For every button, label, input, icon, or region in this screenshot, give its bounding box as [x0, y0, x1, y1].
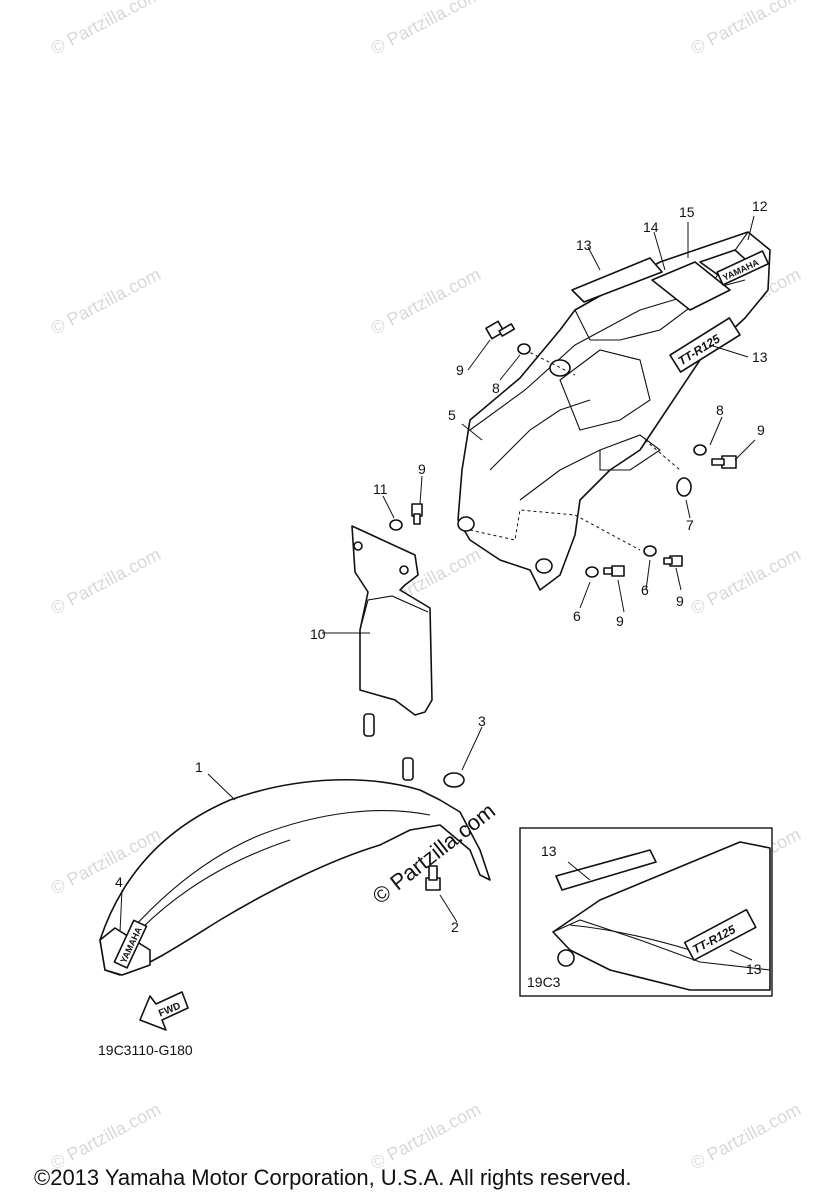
watermark-layer: © Partzilla.com © Partzilla.com © Partzi…	[47, 0, 803, 1174]
callout: 10	[310, 626, 326, 642]
bolt-9[interactable]	[485, 320, 516, 340]
washer-11[interactable]	[389, 519, 403, 531]
callout: 4	[115, 874, 123, 890]
rear-fender-hardware	[485, 320, 737, 578]
callout: 7	[686, 517, 694, 533]
bolt-9[interactable]	[603, 565, 625, 577]
watermark: © Partzilla.com	[687, 1099, 803, 1174]
diagram-code: 19C3110-G180	[98, 1042, 193, 1058]
washer-8[interactable]	[517, 343, 531, 355]
callout: 9	[418, 461, 426, 477]
callout: 13	[576, 237, 592, 253]
copyright-notice: ©2013 Yamaha Motor Corporation, U.S.A. A…	[34, 1165, 631, 1190]
mud-flap[interactable]	[351, 503, 433, 716]
callout: 8	[492, 380, 500, 396]
callout: 14	[643, 219, 659, 235]
inset-decal-13[interactable]	[555, 849, 657, 891]
callout: 3	[478, 713, 486, 729]
callout-labels: 1 2 3 4 5 6 6 7 8 8 9 9 9 9 9 10 11 12 1…	[115, 198, 768, 935]
callout: 5	[448, 407, 456, 423]
bolt-9[interactable]	[411, 503, 423, 525]
bolt-9[interactable]	[711, 455, 737, 469]
fwd-arrow: FWD	[139, 991, 189, 1031]
front-fender[interactable]: YAMAHA	[99, 713, 491, 976]
callout: 6	[573, 608, 581, 624]
decal-stripe-13[interactable]	[571, 257, 663, 303]
callout: 13	[541, 843, 557, 859]
callout: 6	[641, 582, 649, 598]
callout: 15	[679, 204, 695, 220]
callout: 9	[616, 613, 624, 629]
washer-6[interactable]	[585, 566, 599, 578]
watermark: © Partzilla.com	[47, 544, 163, 619]
callout: 2	[451, 919, 459, 935]
callout: 8	[716, 402, 724, 418]
watermark: © Partzilla.com	[687, 0, 803, 59]
inset-code: 19C3	[527, 974, 561, 990]
callout: 12	[752, 198, 768, 214]
washer-6[interactable]	[643, 545, 657, 557]
watermark: © Partzilla.com	[367, 264, 483, 339]
watermark: © Partzilla.com	[47, 1099, 163, 1174]
callout: 11	[373, 481, 388, 497]
bolt-9[interactable]	[663, 555, 683, 567]
watermark: © Partzilla.com	[47, 264, 163, 339]
callout: 13	[752, 349, 768, 365]
watermark: © Partzilla.com	[367, 1099, 483, 1174]
collar-7[interactable]	[676, 477, 692, 497]
inset-detail: TT-R125 13 13 19C3	[519, 827, 773, 997]
watermark: © Partzilla.com	[687, 544, 803, 619]
callout: 13	[746, 961, 762, 977]
callout: 1	[195, 759, 203, 775]
grommet-3[interactable]	[443, 772, 465, 788]
decal-plate-15[interactable]	[651, 261, 731, 311]
bolt-2[interactable]	[425, 865, 441, 891]
callout: 9	[757, 422, 765, 438]
watermark: © Partzilla.com	[367, 0, 483, 59]
callout: 9	[456, 362, 464, 378]
callout: 9	[676, 593, 684, 609]
washer-8[interactable]	[693, 444, 707, 456]
watermark: © Partzilla.com	[47, 0, 163, 59]
leader-lines	[119, 215, 756, 933]
